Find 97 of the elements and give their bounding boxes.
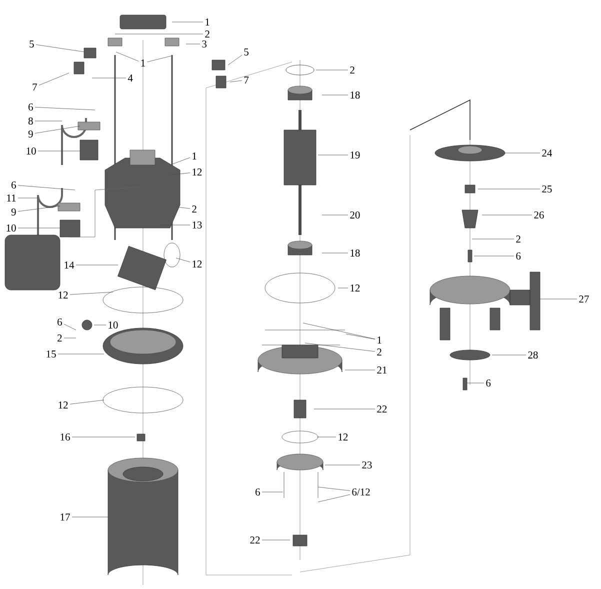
callout-number: 18	[350, 249, 360, 257]
callout-number: 26	[534, 211, 544, 219]
callout-number: 16	[60, 433, 70, 441]
callout-number: 2	[377, 348, 382, 356]
callout-number: 5	[30, 40, 34, 48]
leader-line	[540, 298, 578, 300]
callout-number: 12	[338, 434, 348, 440]
callout-number: 2	[58, 334, 62, 342]
callout-number: 6	[256, 488, 260, 496]
callout-number: 1	[141, 60, 145, 66]
leader-line	[482, 214, 532, 216]
callout-number: 9	[28, 130, 33, 138]
callout-number: 22	[250, 536, 260, 544]
callout-number: 1	[192, 152, 196, 160]
callout-number: 10	[6, 224, 16, 232]
leader-line	[70, 292, 114, 295]
callout-number: 12	[58, 402, 68, 408]
leader-line	[472, 238, 514, 240]
callout-number: 20	[350, 211, 360, 219]
callout-number: 2	[516, 236, 520, 242]
callout-number: 14	[64, 262, 74, 268]
leader-line	[38, 150, 80, 152]
callout-number: 3	[202, 40, 207, 48]
leader-line	[346, 334, 376, 340]
callout-number: 6	[486, 379, 491, 387]
leader-line	[230, 80, 242, 82]
leader-line	[18, 206, 60, 212]
callout-number: 4	[128, 74, 133, 82]
callout-number: 12	[192, 168, 202, 176]
callout-number: 2	[192, 206, 196, 212]
leader-line	[64, 324, 76, 330]
leader-line	[504, 152, 540, 154]
callout-number: 2	[205, 30, 210, 38]
leader-line	[228, 54, 242, 66]
callout-number: 6	[28, 103, 33, 111]
leader-line	[36, 44, 86, 52]
leader-line	[72, 516, 108, 518]
callout-number: 6	[58, 318, 62, 326]
callout-number: 12	[350, 284, 360, 292]
callout-number: 19	[350, 151, 360, 159]
callout-number: 8	[28, 117, 33, 125]
callout-number: 28	[528, 351, 538, 359]
leader-line	[302, 322, 376, 340]
leader-line	[322, 214, 348, 216]
leader-line	[322, 94, 348, 96]
callout-number: 12	[192, 260, 202, 268]
leader-line	[492, 354, 526, 356]
leader-line	[304, 342, 376, 352]
leader-line	[94, 324, 106, 326]
leader-line	[314, 408, 376, 410]
leader-line	[176, 206, 190, 209]
callout-number: 12	[58, 292, 68, 298]
callout-number: 17	[60, 514, 70, 520]
leader-line	[34, 126, 80, 134]
callout-number: 10	[26, 147, 36, 155]
leader-line	[72, 436, 136, 438]
callout-number: 1	[378, 336, 382, 344]
leader-line	[160, 224, 190, 226]
callout-number: 15	[46, 350, 56, 358]
leader-line	[116, 52, 139, 62]
leader-line	[478, 188, 540, 190]
leader-line	[316, 436, 336, 438]
leader-line	[324, 464, 360, 466]
callout-number: 21	[377, 366, 387, 374]
callout-number: 23	[362, 461, 372, 469]
callout-number: 11	[7, 194, 16, 202]
callout-number: 25	[542, 185, 552, 193]
callout-number: 1	[206, 18, 210, 26]
callout-number: 6	[12, 181, 16, 189]
callout-number: 27	[579, 296, 589, 302]
leader-line	[38, 72, 70, 86]
leader-line	[76, 264, 118, 266]
leader-line	[170, 157, 190, 166]
leader-line	[318, 486, 350, 491]
leader-line	[34, 120, 62, 122]
leader-line	[176, 258, 190, 262]
leader-line	[466, 382, 484, 384]
leader-line	[318, 154, 348, 156]
callout-number: 18	[350, 91, 360, 99]
callout-number: 6/12	[352, 488, 370, 496]
callout-number: 10	[108, 321, 118, 329]
callout-number: 9	[11, 208, 16, 216]
leader-line	[147, 56, 172, 62]
callout-number: 6	[516, 252, 521, 260]
leader-line	[34, 107, 96, 110]
callout-number: 7	[244, 76, 249, 84]
callout-number: 7	[32, 84, 37, 90]
leader-line	[322, 252, 348, 254]
callout-number: 24	[542, 150, 552, 156]
leader-line	[170, 172, 190, 176]
callout-number: 5	[244, 48, 249, 56]
callout-number: 13	[192, 221, 202, 229]
callout-number: 22	[377, 406, 387, 412]
callout-number: 2	[350, 66, 354, 74]
leader-line	[318, 494, 350, 502]
leader-line	[18, 185, 76, 190]
leader-line	[70, 400, 104, 404]
